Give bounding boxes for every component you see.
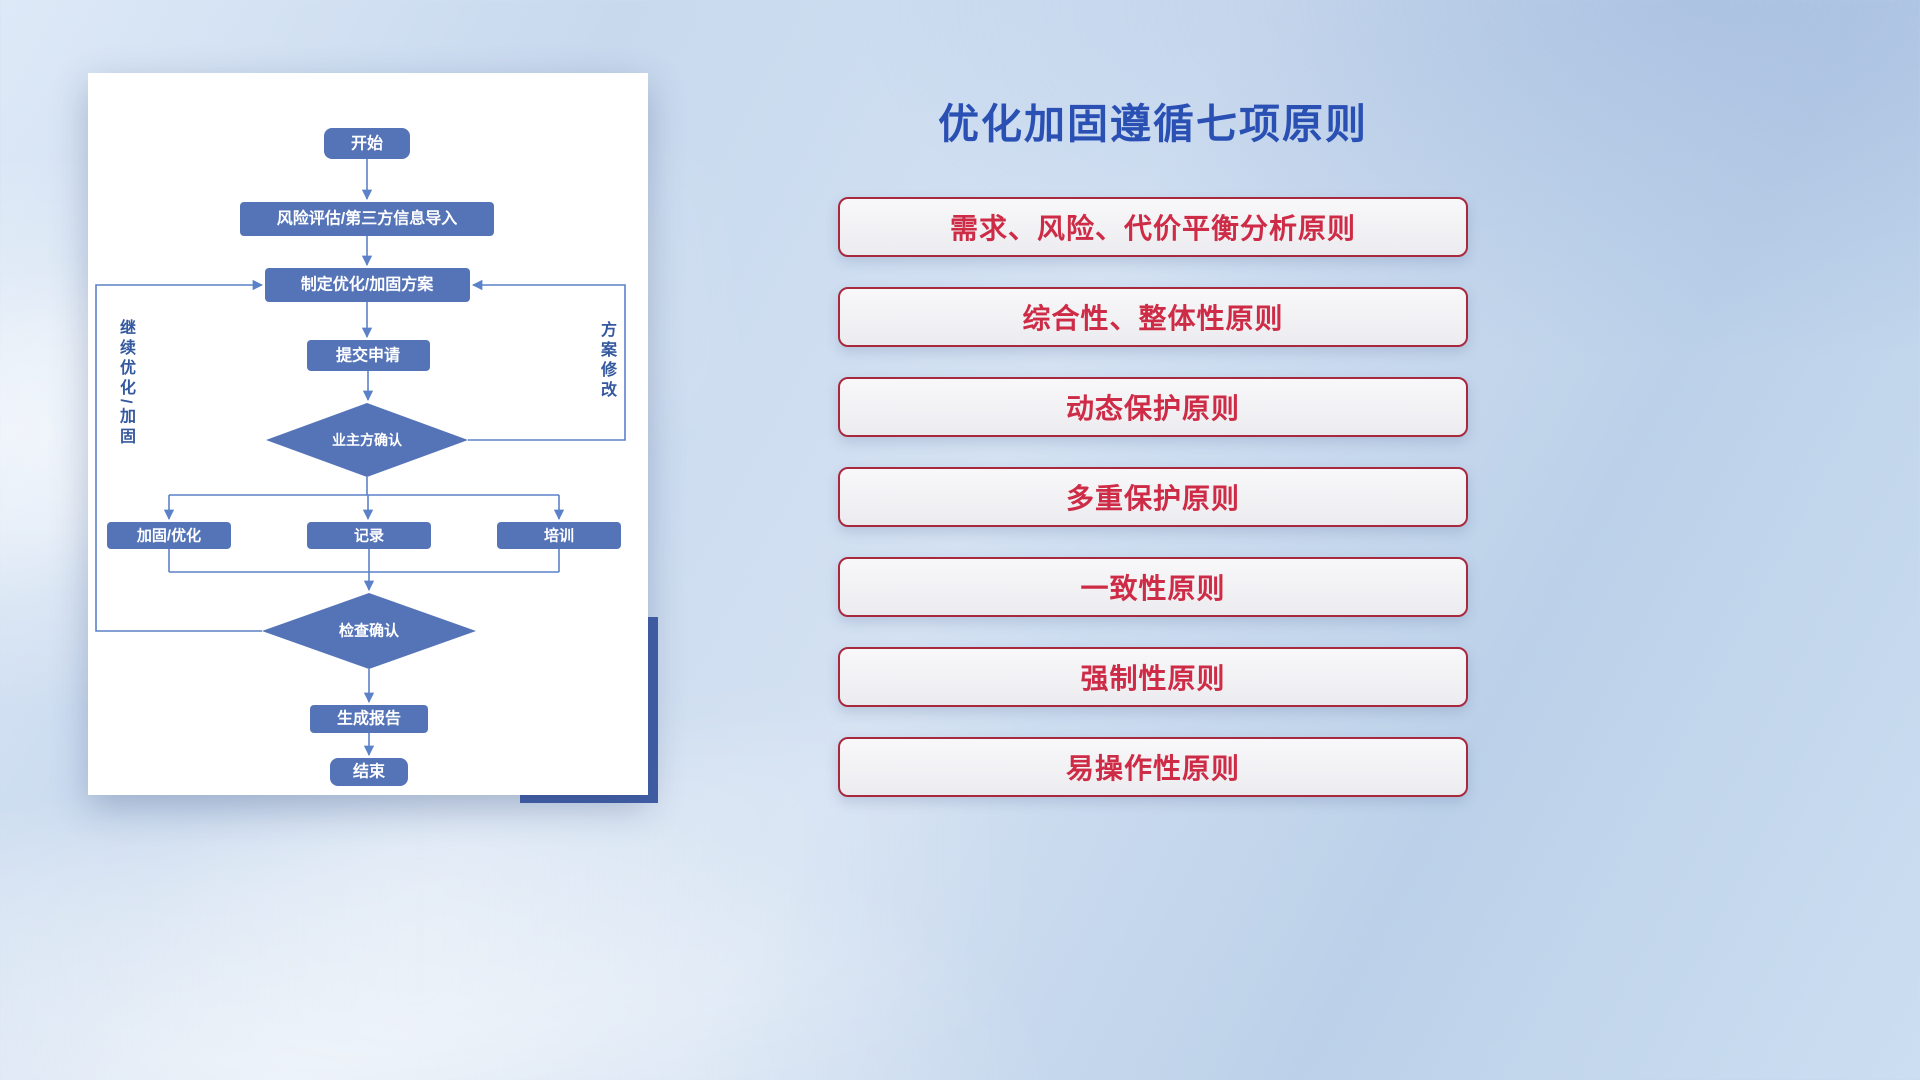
flow-node-owner-confirm-label: 业主方确认 [332,432,403,448]
loop-label-continue-optimize: 继续优化/加固 [117,319,134,448]
flow-node-plan-shape [265,268,470,302]
flow-node-report: 生成报告 [310,705,428,733]
flow-node-end-shape [330,758,408,786]
flow-node-check-confirm-shape [262,593,476,669]
flow-node-submit-label: 提交申请 [336,346,400,365]
flow-node-record-label: 记录 [354,528,384,545]
page-title: 优化加固遵循七项原则 [938,101,1368,147]
principles-list: 需求、风险、代价平衡分析原则 综合性、整体性原则 动态保护原则 多重保护原则 一… [838,197,1468,797]
flow-node-owner-confirm: 业主方确认 [266,403,468,477]
flow-node-report-label: 生成报告 [337,709,401,728]
principle-item-dynamic-protection: 动态保护原则 [838,377,1468,437]
flow-node-end-label: 结束 [352,762,386,781]
flow-node-submit: 提交申请 [307,340,430,371]
flow-node-harden-shape [107,522,231,549]
principle-item-multiple-protection: 多重保护原则 [838,467,1468,527]
flow-node-risk-label: 风险评估/第三方信息导入 [277,209,457,228]
flow-node-harden: 加固/优化 [107,522,231,549]
flow-node-end: 结束 [330,758,408,786]
flow-node-risk-shape [240,202,494,236]
flow-node-training: 培训 [497,522,621,549]
flow-node-check-confirm-label: 检查确认 [339,622,400,640]
flowchart-card: 开始 风险评估/第三方信息导入 制定优化/加固方案 提交申请 业主方确认 加固/… [88,73,648,795]
flow-node-owner-confirm-shape [266,403,468,477]
flow-node-plan-label: 制定优化/加固方案 [301,275,434,294]
principle-item-balance-analysis: 需求、风险、代价平衡分析原则 [838,197,1468,257]
flow-node-start-label: 开始 [351,134,383,153]
loop-label-plan-modify: 方案修改 [598,321,615,401]
principle-item-comprehensive: 综合性、整体性原则 [838,287,1468,347]
flow-node-plan: 制定优化/加固方案 [265,268,470,302]
principle-item-consistency: 一致性原则 [838,557,1468,617]
flow-node-start-shape [324,128,410,159]
flow-node-submit-shape [307,340,430,371]
edge-loop-continue [95,279,264,632]
flowchart-svg: 开始 风险评估/第三方信息导入 制定优化/加固方案 提交申请 业主方确认 加固/… [95,128,626,786]
flow-node-start: 开始 [324,128,410,159]
principle-item-easy-operation: 易操作性原则 [838,737,1468,797]
flow-node-harden-label: 加固/优化 [136,527,201,545]
flow-node-risk-assessment: 风险评估/第三方信息导入 [240,202,494,236]
flow-node-report-shape [310,705,428,733]
flow-node-record-shape [307,522,431,549]
flow-node-record: 记录 [307,522,431,549]
flow-node-training-label: 培训 [544,527,574,545]
principle-item-mandatory: 强制性原则 [838,647,1468,707]
flow-node-training-shape [497,522,621,549]
flow-node-check-confirm: 检查确认 [262,593,476,669]
edge-loop-modify [468,279,626,441]
